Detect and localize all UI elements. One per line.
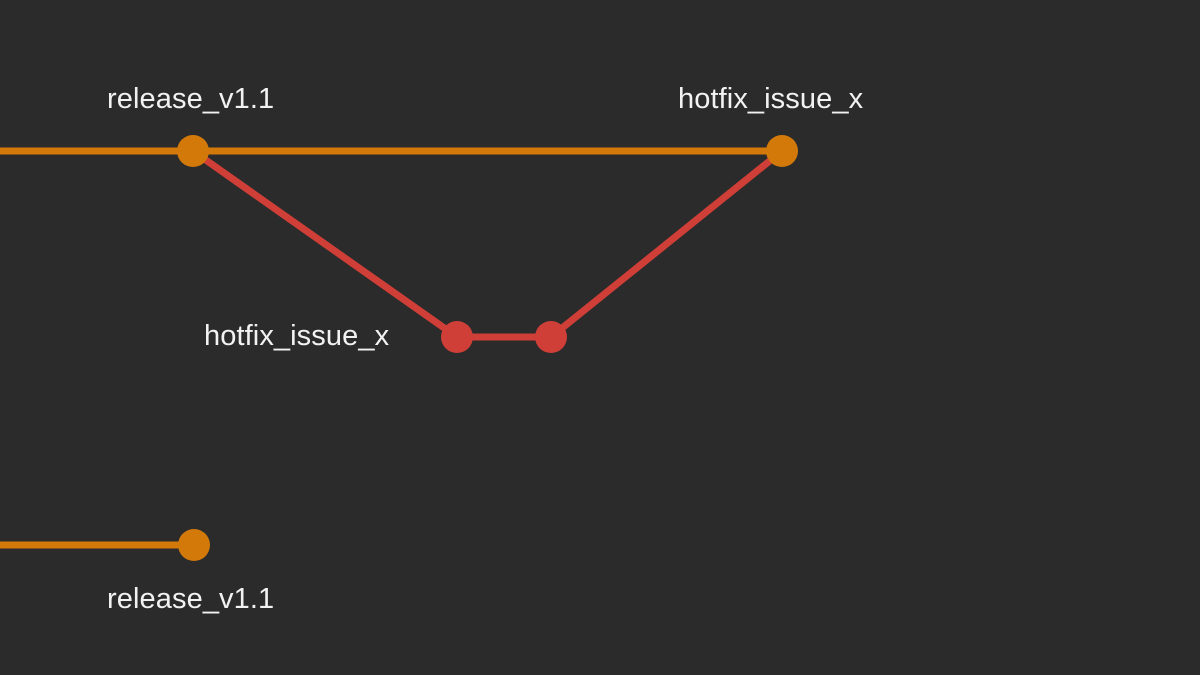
commit-node-hotfix-second[interactable] xyxy=(535,321,567,353)
commit-node-release-top-left[interactable] xyxy=(177,135,209,167)
commit-node-release-top-right[interactable] xyxy=(766,135,798,167)
branch-label-release-bottom: release_v1.1 xyxy=(107,583,275,615)
commit-node-release-bottom[interactable] xyxy=(178,529,210,561)
branch-label-hotfix-top: hotfix_issue_x xyxy=(678,83,864,115)
commit-node-hotfix-first[interactable] xyxy=(441,321,473,353)
branch-label-hotfix-mid: hotfix_issue_x xyxy=(204,320,390,352)
branch-label-release-top: release_v1.1 xyxy=(107,83,275,115)
edge-hotfix-branch-off xyxy=(189,147,461,341)
edge-hotfix-merge-back xyxy=(547,147,786,341)
